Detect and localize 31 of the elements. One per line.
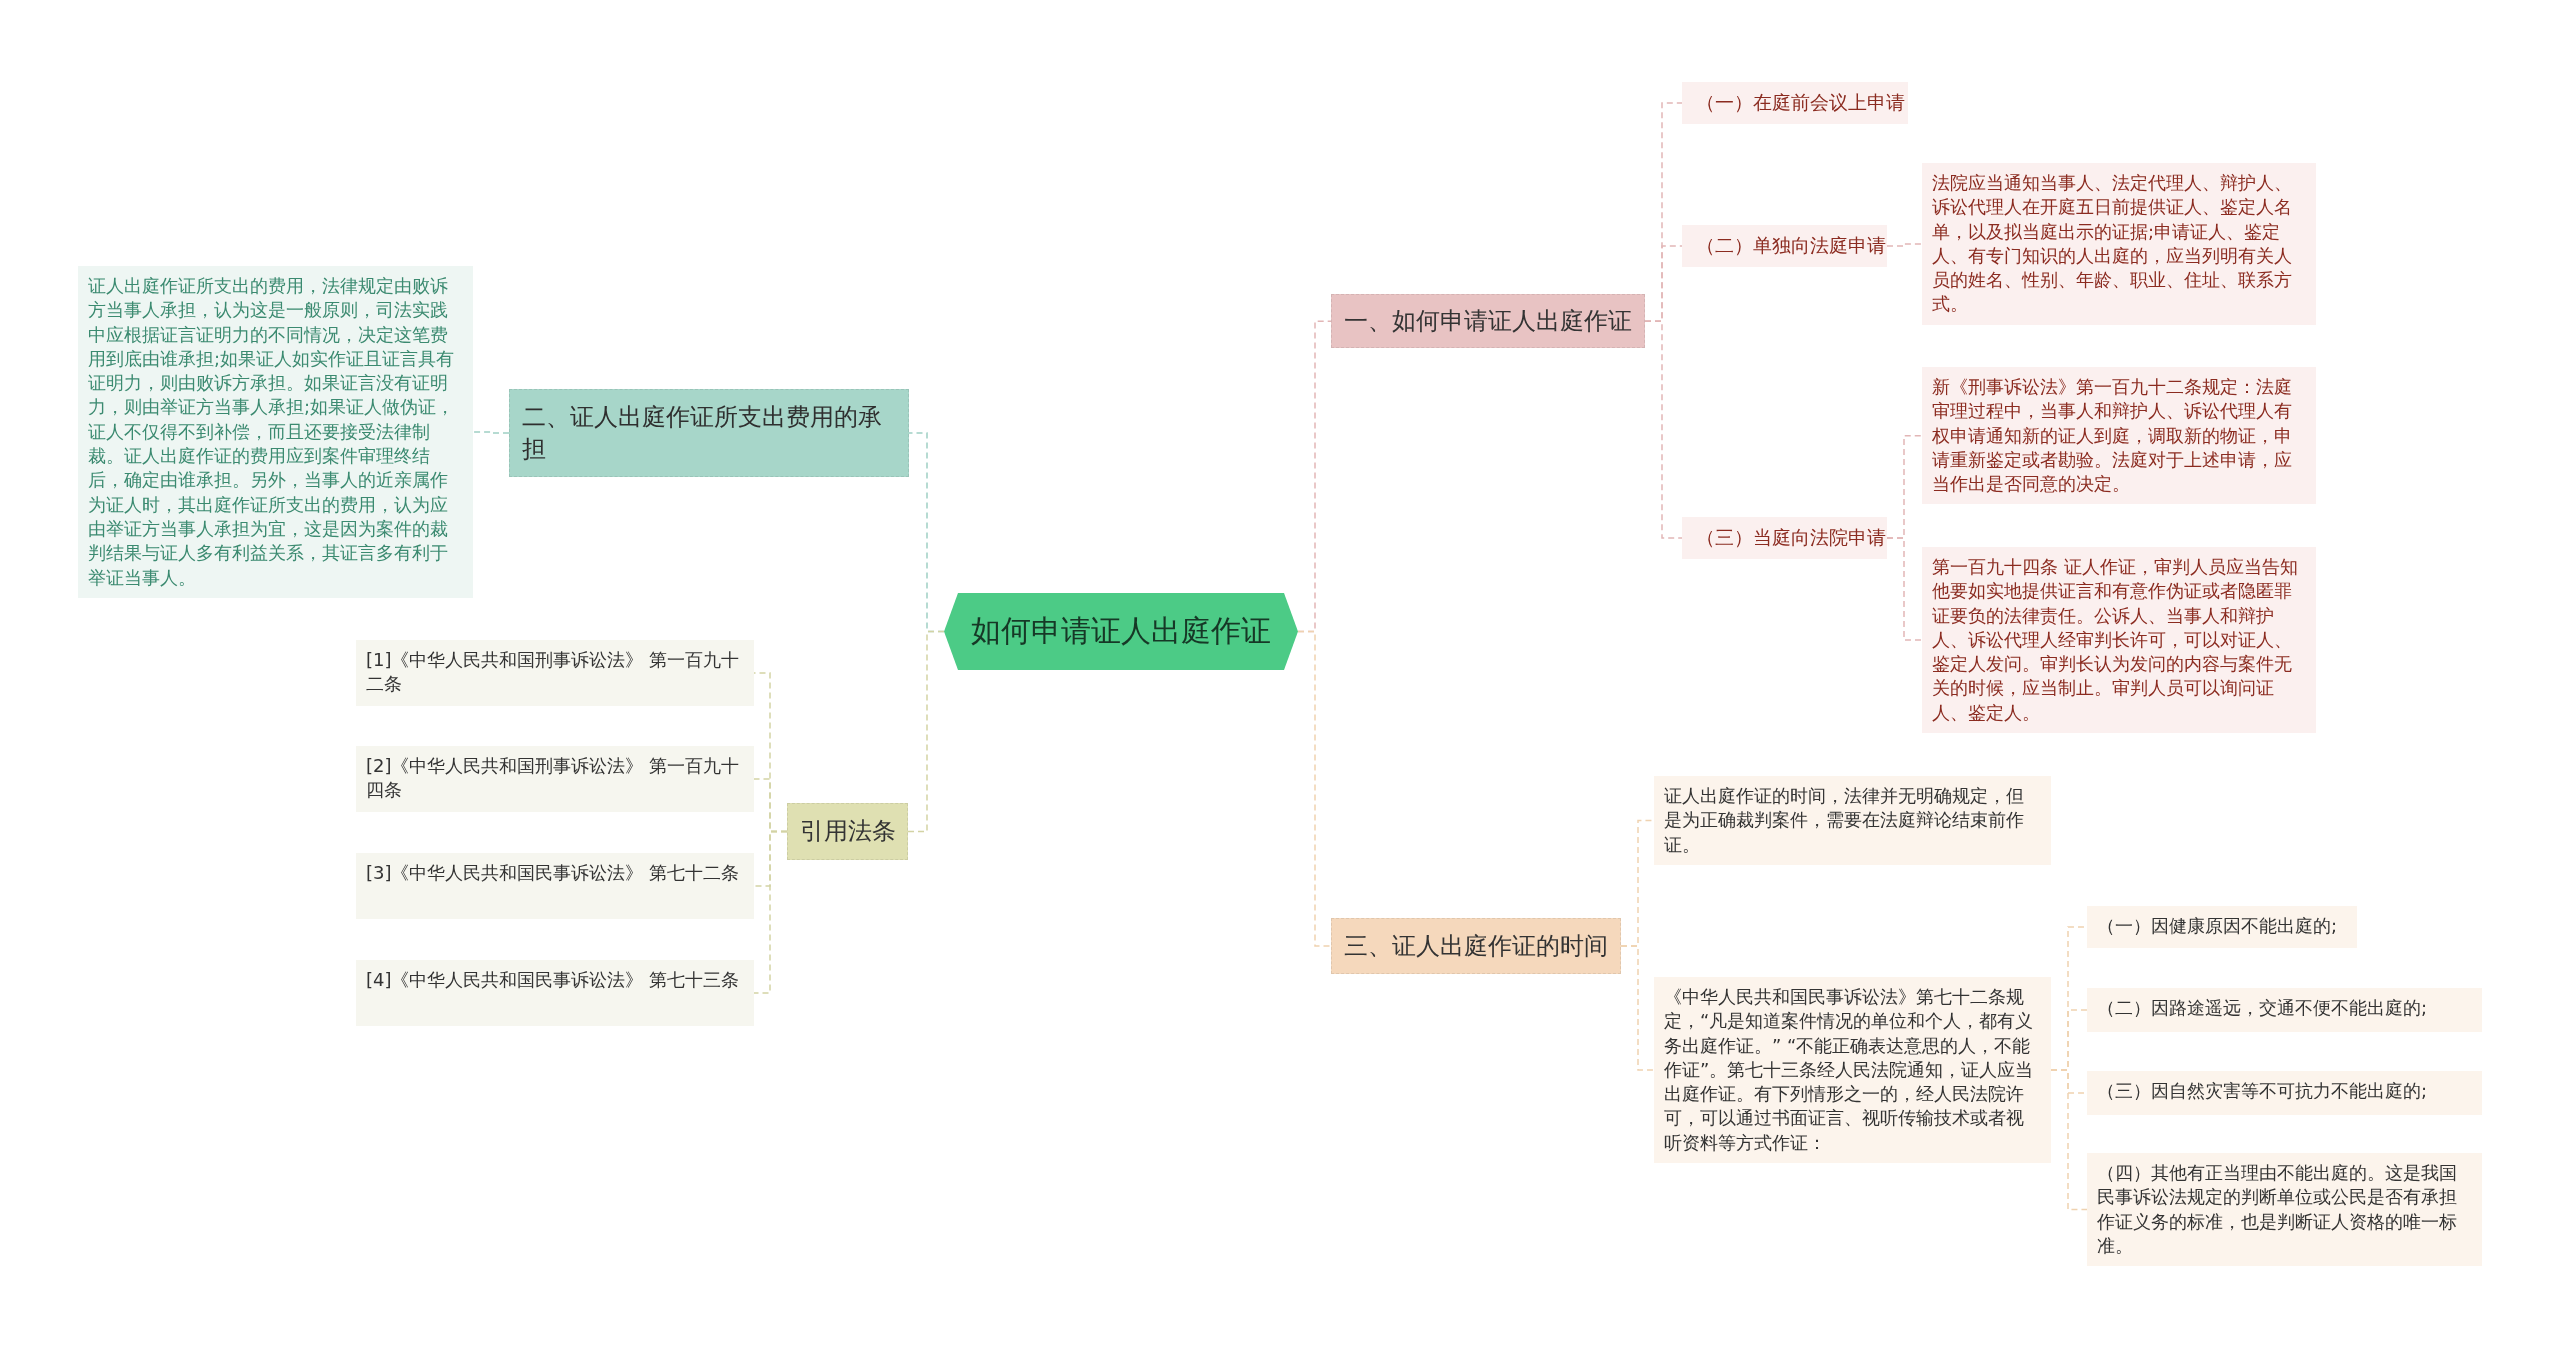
topic-box: 三、证人出庭作证的时间 [1331, 918, 1621, 974]
note-box: （一）因健康原因不能出庭的; [2087, 906, 2357, 948]
subtopic-box: （二）单独向法庭申请 [1682, 225, 1887, 267]
connector [907, 630, 945, 833]
connector [1297, 630, 1332, 947]
connector [1644, 320, 1683, 539]
topic-box: 引用法条 [787, 803, 908, 860]
connector [753, 830, 788, 994]
note-box: （二）因路途遥远，交通不便不能出庭的; [2087, 988, 2482, 1032]
note-box: 证人出庭作证的时间，法律并无明确规定，但是为正确裁判案件，需要在法庭辩论结束前作证。 [1654, 776, 2051, 865]
note-box: [4]《中华人民共和国民事诉讼法》 第七十三条 [356, 960, 754, 1026]
note-box: （三）因自然灾害等不可抗力不能出庭的; [2087, 1071, 2482, 1115]
subtopic-box: （三）当庭向法院申请 [1682, 517, 1887, 559]
subtopic-box: （一）在庭前会议上申请 [1682, 82, 1908, 124]
note-box: [3]《中华人民共和国民事诉讼法》 第七十二条 [356, 853, 754, 919]
central-topic-hexagon: 如何申请证人出庭作证 [944, 593, 1298, 670]
note-box: （四）其他有正当理由不能出庭的。这是我国民事诉讼法规定的判断单位或公民是否有承担作证义务的标准，也是判断证人资格的唯一标准。 [2087, 1153, 2482, 1267]
connector [1620, 945, 1655, 1071]
topic-box: 二、证人出庭作证所支出费用的承担 [509, 389, 909, 477]
note-box: 第一百九十四条 证人作证，审判人员应当告知他要如实地提供证言和有意作伪证或者隐匿罪证要负的法律责任。公诉人、当事人和辩护人、诉讼代理人经审判长许可，可以对证人、鉴定人发问。审判长认为发问的内容与案件无关的时候，应当制止。审判人员可以询问证人、鉴定人。 [1922, 547, 2316, 734]
topic-box: 一、如何申请证人出庭作证 [1331, 294, 1645, 349]
connector [1886, 243, 1923, 247]
note-box: 新《刑事诉讼法》第一百九十二条规定：法庭审理过程中，当事人和辩护人、诉讼代理人有权申请通知新的证人到庭，调取新的物证，申请重新鉴定或者勘验。法庭对于上述申请，应当作出是否同意的决定。 [1922, 367, 2316, 505]
connector [472, 431, 510, 434]
note-box: 《中华人民共和国民事诉讼法》第七十二条规定，“凡是知道案件情况的单位和个人，都有义务出庭作证。” “不能正确表达意思的人，不能作证”。第七十三条经人民法院通知，证人应当出庭作证。有下列情形之一的，经人民法院许可，可以通过书面证言、视听传输技术或者视听资料等方式作证： [1654, 977, 2051, 1164]
note-box: [2]《中华人民共和国刑事诉讼法》 第一百九十四条 [356, 746, 754, 812]
note-box: 法院应当通知当事人、法定代理人、辩护人、诉讼代理人在开庭五日前提供证人、鉴定人名单，以及拟当庭出示的证据;申请证人、鉴定人、有专门知识的人出庭的，应当列明有关人员的姓名、性别、年龄、职业、住址、联系方式。 [1922, 163, 2316, 325]
connector [2050, 1069, 2088, 1211]
note-box: 证人出庭作证所支出的费用，法律规定由败诉方当事人承担，认为这是一般原则，司法实践中应根据证言证明力的不同情况，决定这笔费用到底由谁承担;如果证人如实作证且证言具有证明力，则由败诉方承担。如果证言没有证明力，则由举证方当事人承担;如果证人做伪证，证人不仅得不到补偿，而且还要接受法律制裁。证人出庭作证的费用应到案件审理终结后，确定由谁承担。另外，当事人的近亲属作为证人时，其出庭作证所支出的费用，认为应由举证方当事人承担为宜，这是因为案件的裁判结果与证人多有利益关系，其证言多有利于举证当事人。 [78, 266, 473, 598]
connector [1886, 537, 1923, 641]
note-box: [1]《中华人民共和国刑事诉讼法》 第一百九十二条 [356, 640, 754, 706]
